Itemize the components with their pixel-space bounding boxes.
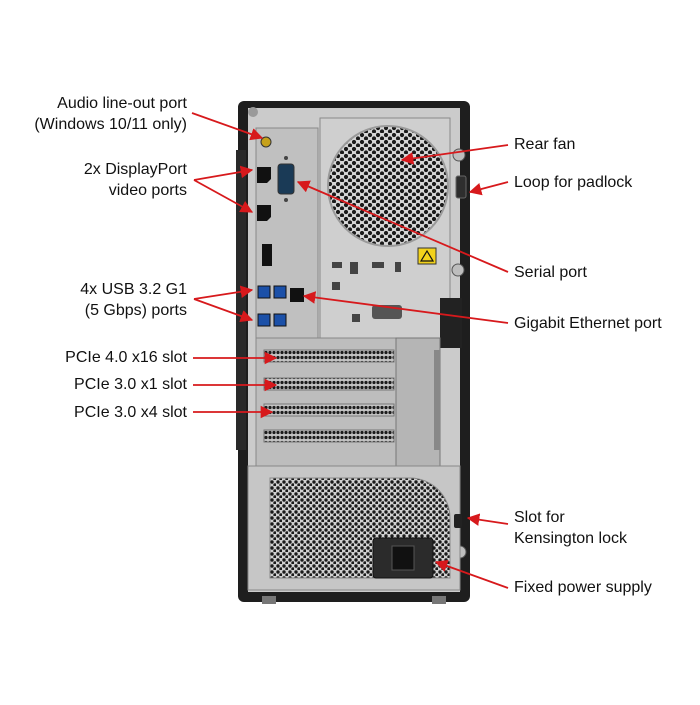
label-serial: Serial port bbox=[514, 262, 587, 283]
label-pcie-x4-text: PCIe 3.0 x4 slot bbox=[74, 404, 187, 421]
usb-port-4-icon bbox=[273, 313, 287, 327]
label-audio-line1: Audio line-out port bbox=[57, 95, 187, 112]
expansion-slots bbox=[255, 337, 441, 467]
arrow-displayport-2 bbox=[193, 179, 254, 213]
bottom-foot-right bbox=[432, 596, 446, 604]
label-padlock-text: Loop for padlock bbox=[514, 174, 633, 191]
label-serial-text: Serial port bbox=[514, 264, 587, 281]
label-pcie-x1-text: PCIe 3.0 x1 slot bbox=[74, 376, 187, 393]
label-pcie-x4: PCIe 3.0 x4 slot bbox=[74, 402, 187, 423]
label-ethernet: Gigabit Ethernet port bbox=[514, 313, 662, 334]
label-pcie-x1: PCIe 3.0 x1 slot bbox=[74, 374, 187, 395]
kensington-slot bbox=[454, 514, 462, 528]
power-supply bbox=[247, 465, 462, 591]
arrow-ethernet bbox=[302, 291, 509, 324]
label-rear-fan-text: Rear fan bbox=[514, 136, 576, 153]
arrow-serial bbox=[296, 180, 509, 273]
label-displayport-line1: 2x DisplayPort bbox=[83, 161, 187, 178]
label-usb: 4x USB 3.2 G1 (5 Gbps) ports bbox=[80, 279, 187, 321]
label-kensington-line1: Slot for bbox=[514, 509, 565, 526]
right-mid-screw bbox=[451, 263, 465, 277]
left-rail bbox=[236, 150, 246, 450]
usb-port-2-icon bbox=[273, 285, 287, 299]
arrow-usb-1 bbox=[193, 285, 254, 300]
label-power-supply-text: Fixed power supply bbox=[514, 579, 652, 596]
label-rear-fan: Rear fan bbox=[514, 134, 575, 155]
label-ethernet-text: Gigabit Ethernet port bbox=[514, 315, 662, 332]
arrow-kensington bbox=[466, 513, 509, 526]
label-kensington: Slot for Kensington lock bbox=[514, 507, 627, 549]
label-audio: Audio line-out port (Windows 10/11 only) bbox=[34, 93, 187, 135]
arrow-padlock bbox=[468, 181, 509, 196]
label-usb-line2: (5 Gbps) ports bbox=[84, 302, 187, 319]
callouts bbox=[191, 112, 509, 589]
displayport-2-icon bbox=[257, 205, 271, 221]
arrow-usb-2 bbox=[193, 298, 254, 323]
arrow-rear-fan bbox=[400, 144, 509, 165]
slot-retainer bbox=[395, 337, 441, 467]
power-socket-icon bbox=[391, 545, 415, 571]
pcie-spare-bracket bbox=[263, 429, 395, 443]
warning-label bbox=[417, 247, 437, 265]
arrow-audio bbox=[191, 112, 264, 141]
fan-area bbox=[319, 117, 467, 348]
warning-triangle-icon bbox=[419, 249, 435, 262]
label-displayport: 2x DisplayPort video ports bbox=[84, 159, 187, 201]
bottom-foot-left bbox=[262, 596, 276, 604]
displayport-1-icon bbox=[257, 167, 271, 183]
video-port-icon bbox=[262, 244, 272, 266]
label-pcie-x16-text: PCIe 4.0 x16 slot bbox=[65, 349, 187, 366]
arrow-power-supply bbox=[434, 559, 509, 589]
pcie-x16-bracket bbox=[263, 349, 395, 363]
arrow-displayport-1 bbox=[193, 165, 254, 181]
pcie-x4-bracket bbox=[263, 403, 395, 417]
rear-fan-grille bbox=[327, 125, 449, 247]
top-left-foot bbox=[248, 107, 258, 117]
label-pcie-x16: PCIe 4.0 x16 slot bbox=[65, 347, 187, 368]
label-displayport-line2: video ports bbox=[108, 182, 187, 199]
audio-jack-icon bbox=[260, 136, 272, 148]
label-power-supply: Fixed power supply bbox=[514, 577, 652, 598]
ethernet-port-icon bbox=[290, 288, 304, 302]
serial-port-icon bbox=[277, 163, 295, 195]
padlock-loop bbox=[455, 175, 467, 199]
io-panel bbox=[255, 127, 319, 339]
label-kensington-line2: Kensington lock bbox=[514, 530, 627, 547]
usb-port-3-icon bbox=[257, 313, 271, 327]
usb-port-1-icon bbox=[257, 285, 271, 299]
label-padlock: Loop for padlock bbox=[514, 172, 632, 193]
label-audio-line2: (Windows 10/11 only) bbox=[34, 116, 187, 133]
label-usb-line1: 4x USB 3.2 G1 bbox=[80, 281, 187, 298]
pcie-x1-bracket bbox=[263, 377, 395, 391]
